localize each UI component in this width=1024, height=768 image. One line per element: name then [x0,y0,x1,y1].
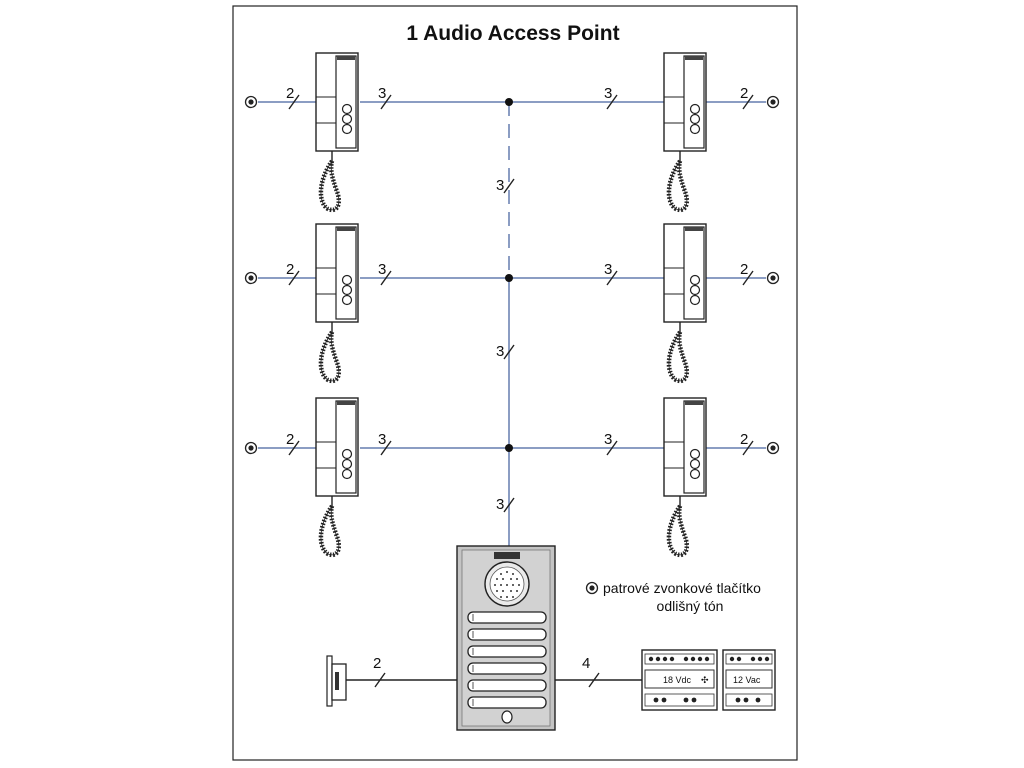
wire-count-label: 3 [604,261,612,278]
doorbell-button-icon [244,441,258,455]
doorbell-button-icon [766,271,780,285]
wire-count-label: 3 [378,431,386,448]
legend: patrové zvonkové tlačítko odlišný tón [585,580,761,614]
doorbell-button-icon [766,441,780,455]
intercom-handset-icon [316,53,358,210]
psu-symbol: ✣ [701,675,709,685]
wire-count-label: 2 [740,261,748,278]
junction-dot [505,274,513,282]
legend-line-1: patrové zvonkové tlačítko [603,580,761,596]
wire-count-label: 3 [496,496,504,513]
wire-count-label: 2 [286,261,294,278]
power-supply-icon: 12 Vac [722,649,776,711]
wire-count-label: 3 [604,85,612,102]
doorbell-button-icon [244,271,258,285]
intercom-handset-icon [316,398,358,555]
doorbell-button-icon [585,581,599,595]
junction-dot [505,98,513,106]
intercom-handset-icon [664,53,706,210]
power-supply-icon: 18 Vdc ✣ [641,649,718,711]
wire-count-label: 3 [378,85,386,102]
doorbell-button-icon [766,95,780,109]
wire-count-label: 3 [496,177,504,194]
legend-line-2: odlišný tón [657,598,724,614]
entry-panel-icon [456,545,556,731]
wire-count-label: 2 [373,655,381,672]
wire-count-label: 3 [496,343,504,360]
psu-voltage-label: 18 Vdc [663,675,692,685]
junction-dot [505,444,513,452]
diagram-frame [232,5,798,761]
wire-count-label: 3 [378,261,386,278]
door-lock-icon [326,655,347,707]
doorbell-button-icon [244,95,258,109]
wire-count-label: 2 [740,85,748,102]
wire-count-label: 2 [740,431,748,448]
intercom-handset-icon [664,398,706,555]
diagram-title: 1 Audio Access Point [406,22,619,45]
intercom-handset-icon [664,224,706,381]
wire-count-label: 3 [604,431,612,448]
wire-count-label: 2 [286,431,294,448]
intercom-handset-icon [316,224,358,381]
wire-count-label: 2 [286,85,294,102]
psu-voltage-label: 12 Vac [733,675,761,685]
wire-count-label: 4 [582,655,590,672]
